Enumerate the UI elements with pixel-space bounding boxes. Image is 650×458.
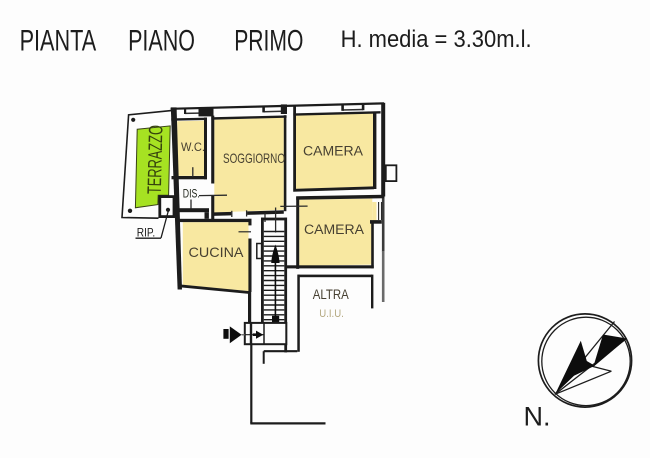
svg-text:CUCINA: CUCINA	[189, 244, 245, 260]
svg-text:PRIMO: PRIMO	[234, 25, 303, 58]
svg-text:H. media = 3.30m.l.: H. media = 3.30m.l.	[341, 26, 532, 53]
svg-text:ALTRA: ALTRA	[313, 287, 349, 302]
svg-text:CAMERA: CAMERA	[303, 143, 363, 158]
svg-text:PIANTA: PIANTA	[20, 25, 97, 58]
svg-text:PIANO: PIANO	[128, 25, 195, 58]
svg-text:DIS.: DIS.	[183, 188, 200, 200]
svg-text:N.: N.	[524, 402, 551, 432]
svg-text:SOGGIORNO: SOGGIORNO	[223, 150, 285, 166]
svg-text:W.C.: W.C.	[181, 142, 205, 154]
svg-text:TERRAZZO: TERRAZZO	[144, 125, 168, 195]
svg-text:CAMERA: CAMERA	[304, 222, 364, 237]
svg-text:RIP.: RIP.	[137, 226, 155, 240]
svg-text:U.I.U.: U.I.U.	[319, 308, 344, 320]
